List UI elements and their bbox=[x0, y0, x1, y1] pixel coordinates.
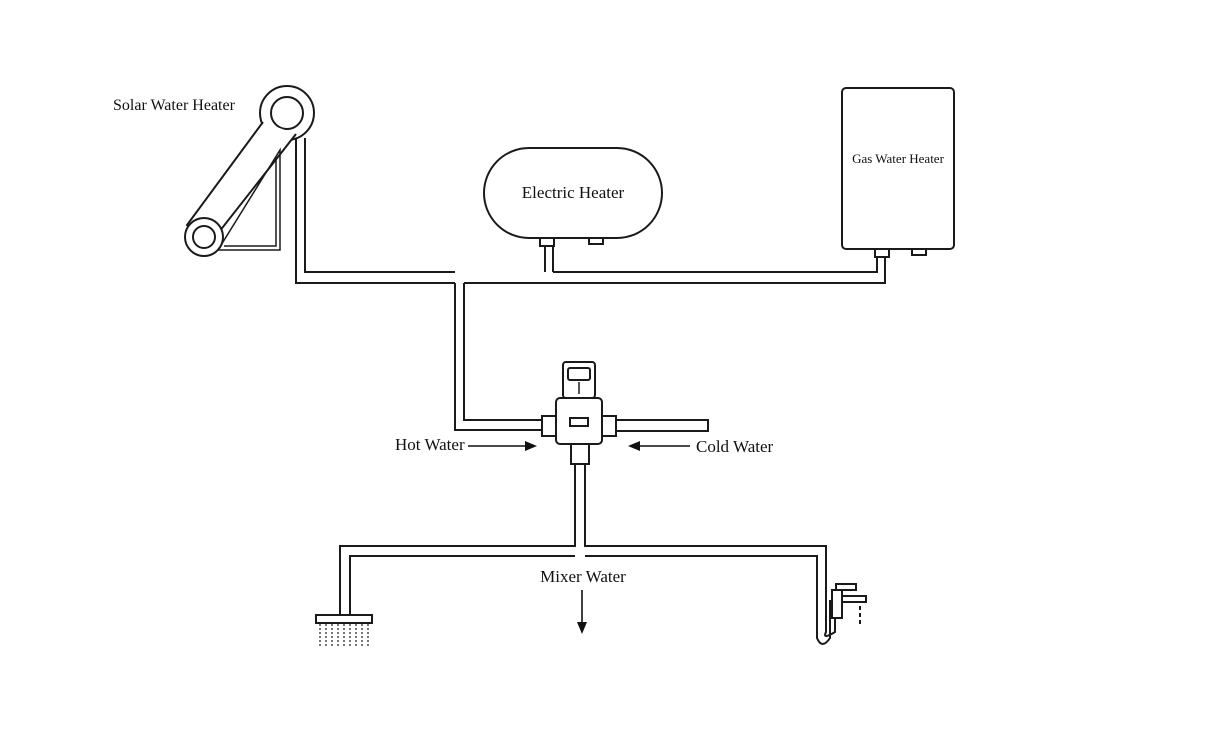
solar-outlet-pipe bbox=[295, 138, 455, 284]
electric-heater-outlet bbox=[539, 237, 555, 247]
solar-tank-inner bbox=[270, 96, 304, 130]
mixer-drop-right bbox=[584, 464, 827, 615]
mixer-branch-inner-right bbox=[585, 555, 818, 615]
gas-water-heater-inlet bbox=[911, 248, 927, 256]
shower-head-plate bbox=[315, 614, 373, 624]
electric-heater-label: Electric Heater bbox=[522, 183, 625, 202]
faucet-handle bbox=[835, 583, 857, 591]
hot-water-arrow bbox=[468, 441, 537, 451]
faucet-trap bbox=[816, 600, 831, 645]
hot-main-upper bbox=[553, 257, 878, 273]
gas-water-heater-outlet bbox=[874, 248, 890, 258]
mixer-branch-inner-left bbox=[349, 555, 575, 615]
mixer-water-arrow bbox=[577, 590, 587, 634]
electric-heater bbox=[483, 147, 663, 272]
valve-hot-inlet bbox=[541, 415, 557, 437]
gas-water-heater bbox=[841, 87, 955, 258]
solar-support-frame bbox=[216, 147, 281, 251]
valve-knob-cap bbox=[567, 367, 591, 381]
valve-mixed-outlet bbox=[570, 443, 590, 465]
shower-head bbox=[315, 614, 373, 646]
electric-heater-inlet bbox=[588, 237, 604, 245]
mixer-water-label: Mixer Water bbox=[540, 567, 626, 586]
faucet-trap-outer bbox=[824, 600, 836, 637]
mixer-water-pipe bbox=[339, 464, 827, 615]
cold-water-arrow bbox=[628, 441, 690, 451]
cold-water-label: Cold Water bbox=[696, 437, 774, 456]
solar-support-frame-inner bbox=[224, 160, 277, 247]
solar-water-heater bbox=[184, 85, 455, 284]
solar-lower-roller-inner bbox=[192, 225, 216, 249]
cold-water-pipe bbox=[616, 419, 709, 432]
thermostatic-mixing-valve bbox=[541, 361, 617, 465]
gas-water-heater-body bbox=[841, 87, 955, 250]
valve-cold-inlet bbox=[601, 415, 617, 437]
faucet-body bbox=[831, 589, 843, 619]
hot-main-lower bbox=[464, 257, 886, 284]
solar-outlet-pipe-inner bbox=[304, 138, 455, 273]
solar-water-heater-label: Solar Water Heater bbox=[113, 97, 236, 114]
faucet-spout bbox=[841, 595, 867, 603]
shower-spray bbox=[319, 624, 369, 646]
hot-drop-right bbox=[463, 283, 548, 421]
hot-water-main-pipe bbox=[454, 257, 886, 431]
hot-drop-left bbox=[454, 283, 548, 431]
gas-water-heater-label: Gas Water Heater bbox=[852, 151, 945, 166]
faucet bbox=[816, 583, 867, 645]
electric-heater-tank bbox=[483, 147, 663, 239]
mixer-drop-left bbox=[339, 464, 576, 615]
hot-water-label: Hot Water bbox=[395, 435, 465, 454]
faucet-water-drops bbox=[859, 606, 861, 624]
valve-badge bbox=[569, 417, 589, 427]
